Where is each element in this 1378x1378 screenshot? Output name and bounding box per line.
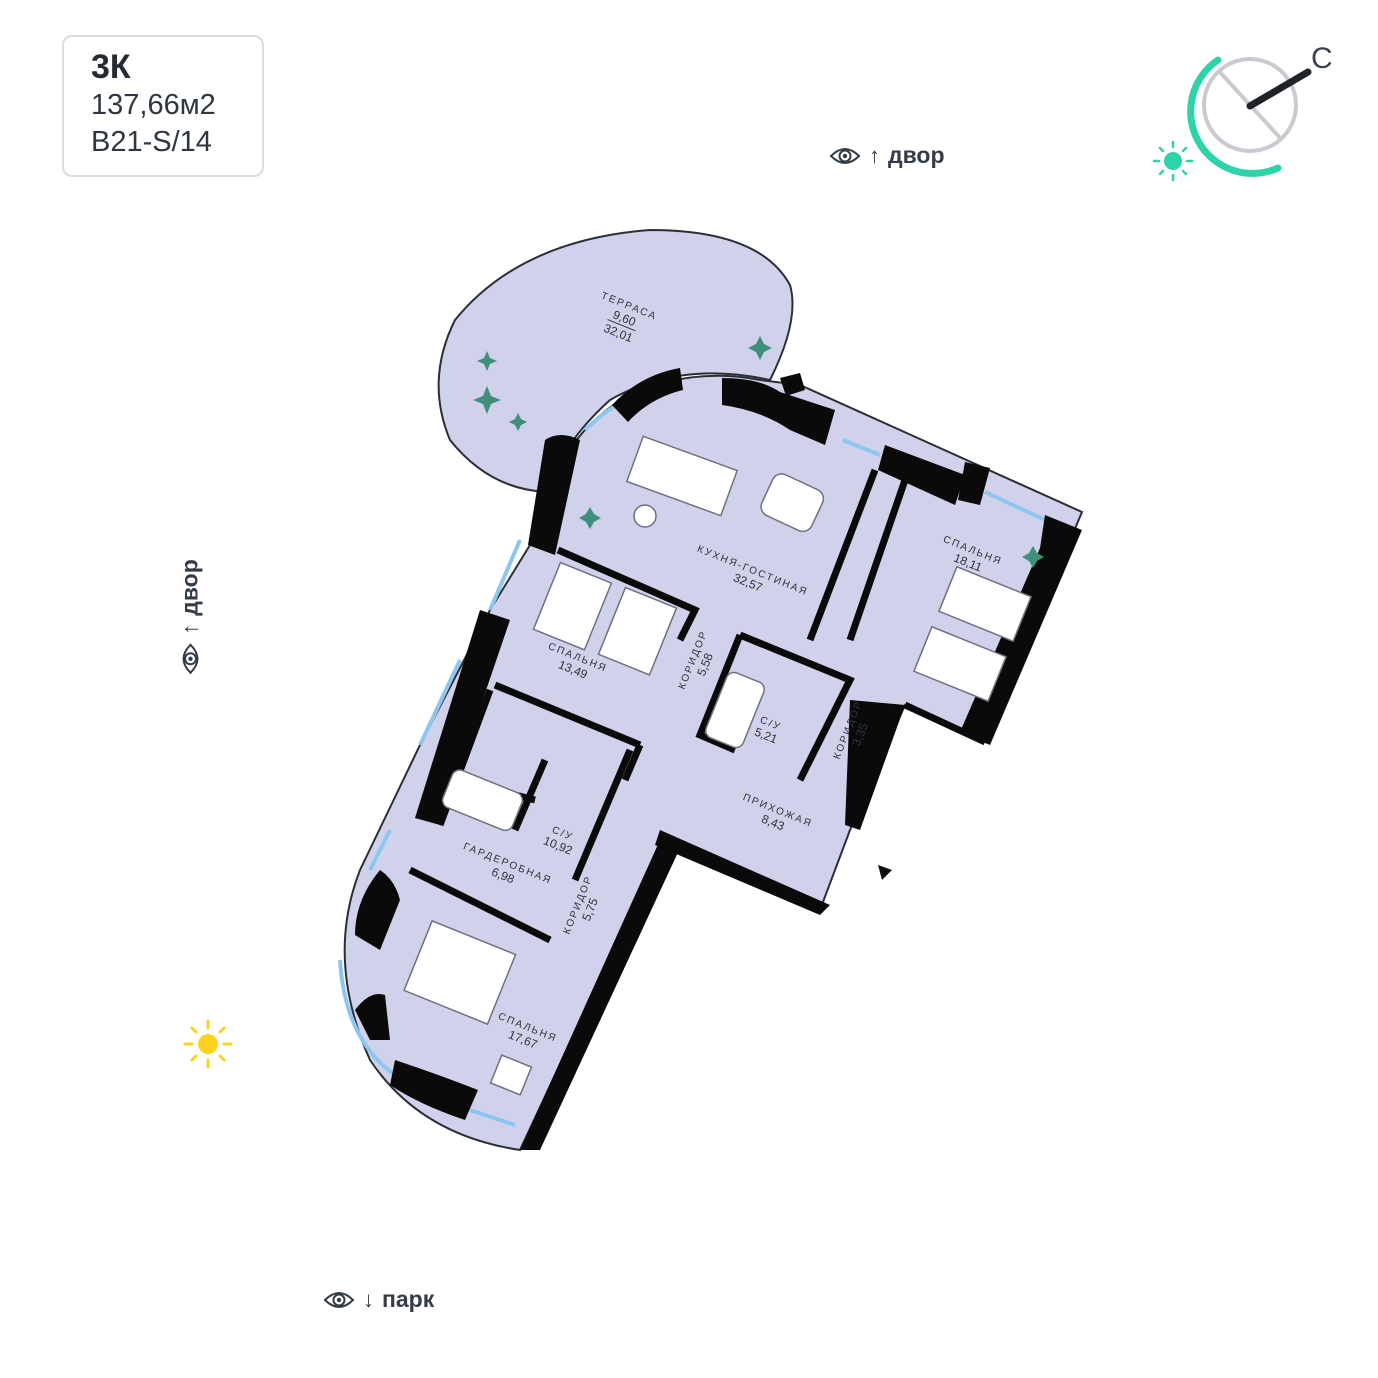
- bathtub: [441, 769, 524, 832]
- plant-icon: [477, 351, 497, 371]
- bed: [912, 625, 1008, 703]
- apartment-area: 137,66м2: [91, 89, 216, 121]
- view-label-left: ↑ двор: [177, 559, 204, 675]
- plant-icon: [579, 507, 601, 529]
- apartment-type: 3К: [91, 48, 131, 86]
- view-label-bottom: ↓ парк: [323, 1286, 434, 1313]
- exterior-walls: [355, 368, 1082, 1150]
- bed: [597, 586, 678, 676]
- eye-icon: [829, 147, 861, 164]
- sun-icon: [1152, 140, 1194, 182]
- compass-icon: [1152, 56, 1312, 182]
- sofa: [625, 435, 739, 517]
- bathtub: [705, 671, 765, 749]
- view-label-top: ↑ двор: [829, 142, 945, 169]
- apartment-info-card: 3К 137,66м2 B21-S/14: [62, 35, 264, 177]
- compass-north-letter: С: [1311, 42, 1333, 75]
- view-top-text: двор: [888, 142, 945, 168]
- sun-icon: [183, 1019, 233, 1069]
- arrow-up-icon: ↑: [869, 142, 880, 168]
- bed: [403, 919, 517, 1026]
- plant-icon: [1022, 546, 1044, 568]
- arrow-down-icon: ↓: [363, 1286, 374, 1312]
- entrance-arrow-icon: [878, 865, 892, 880]
- dining-table: [760, 473, 825, 533]
- eye-icon: [182, 643, 198, 675]
- plant-icon: [748, 336, 772, 360]
- eye-icon: [323, 1291, 355, 1308]
- bed: [937, 565, 1033, 643]
- plants: [473, 336, 1044, 568]
- armchair: [633, 504, 657, 528]
- plant-icon: [509, 413, 527, 431]
- bed: [532, 561, 613, 651]
- armchair: [489, 1054, 533, 1096]
- plant-icon: [473, 386, 501, 414]
- view-bottom-text: парк: [382, 1286, 435, 1312]
- furniture: [403, 435, 1033, 1096]
- apartment-code: B21-S/14: [91, 126, 212, 158]
